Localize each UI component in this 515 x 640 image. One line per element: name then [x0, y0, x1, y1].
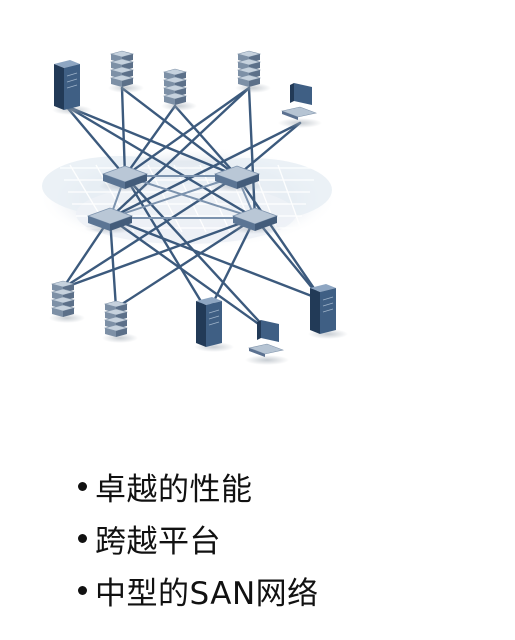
fibre-link	[114, 216, 257, 310]
storage-array-icon	[102, 300, 138, 343]
bullet-icon	[78, 533, 87, 543]
fibre-link	[64, 104, 127, 178]
fc-switch-icon	[99, 165, 151, 192]
feature-label: 跨越平台	[95, 523, 221, 560]
feature-list: 卓越的性能 跨越平台 中型的SAN网络	[78, 460, 319, 616]
fibre-link	[64, 104, 257, 220]
bullet-icon	[78, 481, 87, 491]
fibre-link	[108, 216, 324, 302]
fibre-link	[235, 121, 302, 178]
storage-array-icon	[49, 280, 85, 323]
fibre-link	[61, 216, 257, 290]
workstation-icon	[278, 83, 322, 128]
feature-item: 卓越的性能	[78, 460, 319, 512]
bullet-icon	[78, 585, 87, 595]
fibre-link	[123, 174, 210, 315]
fabric-cloud	[38, 146, 338, 250]
tower-server-icon	[52, 60, 92, 115]
san-network-diagram	[38, 50, 348, 365]
fibre-link	[120, 86, 239, 178]
fibre-link	[123, 86, 251, 178]
feature-item: 跨越平台	[78, 512, 319, 564]
fibre-link	[120, 86, 127, 178]
tower-server-icon	[308, 284, 348, 339]
fibre-link	[61, 174, 239, 290]
fibre-link	[173, 104, 239, 178]
storage-array-icon	[108, 50, 144, 93]
fc-switch-icon	[211, 165, 263, 192]
fibre-link	[64, 104, 239, 178]
fc-switch-icon	[229, 207, 281, 234]
fibre-link	[247, 86, 257, 220]
storage-array-icon	[161, 68, 197, 111]
feature-item: 中型的SAN网络	[78, 564, 319, 616]
workstation-icon	[245, 320, 289, 365]
storage-array-icon	[235, 50, 271, 93]
feature-label: 中型的SAN网络	[95, 575, 319, 612]
feature-label: 卓越的性能	[95, 471, 253, 508]
tower-server-icon	[194, 297, 234, 352]
fibre-link	[108, 216, 269, 332]
fc-switch-icon	[84, 207, 136, 234]
fibre-link	[235, 174, 324, 302]
fibre-link	[123, 174, 269, 332]
fibre-link	[206, 216, 257, 315]
